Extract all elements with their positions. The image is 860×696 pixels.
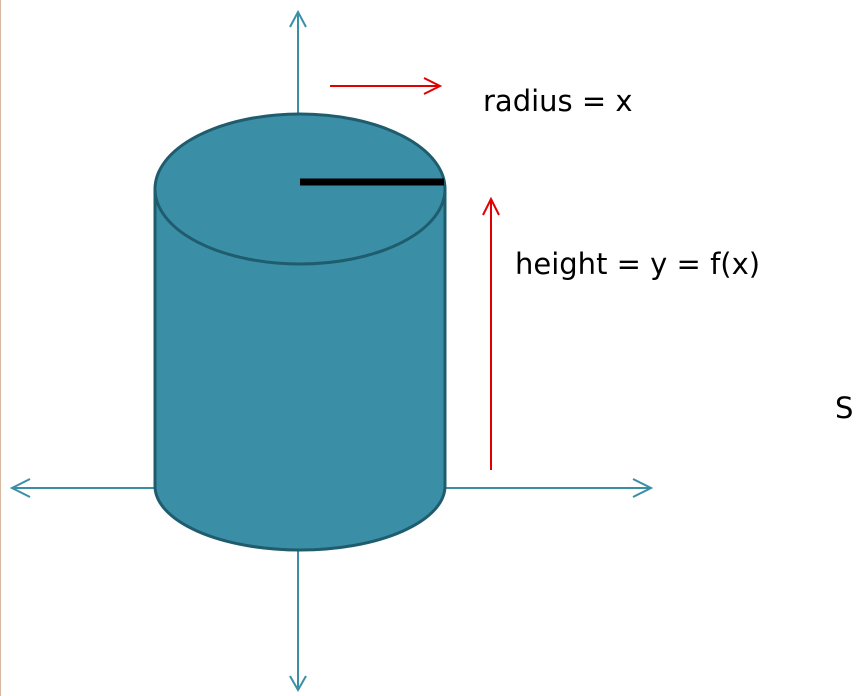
radius-label: radius = x — [483, 84, 633, 118]
cut-off-text: S — [835, 391, 854, 425]
cylinder — [153, 112, 447, 552]
cylinder-top — [153, 112, 447, 266]
slide-left-border — [0, 0, 1, 696]
y-axis-down-arrowhead — [289, 675, 307, 693]
height-arrow — [482, 196, 500, 470]
radius-arrow — [330, 77, 443, 95]
height-label: height = y = f(x) — [515, 247, 761, 281]
x-axis-left-arrowhead — [9, 478, 31, 498]
cylinder-body — [153, 187, 447, 552]
y-axis-up-arrowhead — [289, 9, 307, 28]
x-axis-right-arrowhead — [632, 478, 654, 498]
